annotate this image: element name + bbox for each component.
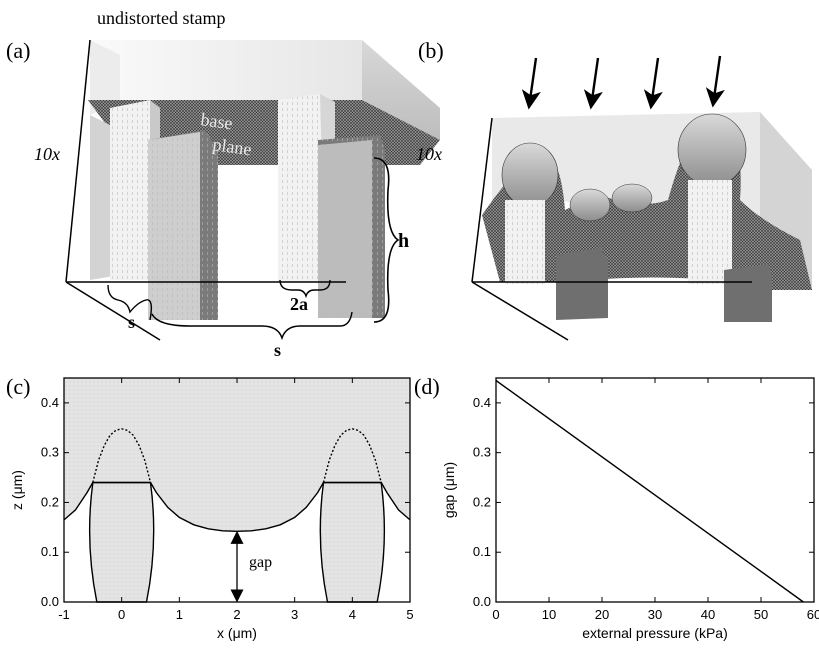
axis-b-depth	[471, 281, 569, 341]
h-bracket	[373, 157, 400, 323]
stamp-top-slab	[90, 40, 362, 115]
panel-b-scale-label: 10x	[416, 144, 442, 164]
x-tick-label: 2	[233, 607, 240, 622]
x-tick-label: 20	[595, 607, 609, 622]
s-bracket-large	[151, 311, 353, 341]
panel-a-label: (a)	[6, 38, 30, 63]
pressure-arrow-3	[643, 57, 663, 110]
y-tick-label: 0.4	[473, 395, 491, 410]
y-tick-label: 0.3	[41, 445, 59, 460]
y-tick-label: 0.1	[41, 544, 59, 559]
x-tick-label: 1	[176, 607, 183, 622]
dome-left	[501, 142, 559, 208]
y-tick-label: 0.1	[473, 544, 491, 559]
y-tick-label: 0.4	[41, 395, 59, 410]
axis-b-vertical	[471, 117, 493, 283]
x-tick-label: 0	[118, 607, 125, 622]
x-tick-label: 3	[291, 607, 298, 622]
post-b-right	[688, 180, 732, 284]
pressure-arrow-1	[521, 57, 541, 110]
x-tick-label: 30	[648, 607, 662, 622]
y-axis-label: z (μm)	[9, 470, 25, 510]
pressure-arrow-4	[705, 55, 725, 108]
post-b-left-lower	[556, 248, 608, 320]
panel-c-chart: (c) gap -1 0 1 2 3 4 5 0.0 0.1 0.2 0.3 0.4 x (μm) z (μ…	[6, 374, 414, 641]
base-label-1: base	[199, 109, 233, 133]
panel-b-label: (b)	[418, 38, 444, 63]
series-line-1	[92, 428, 152, 483]
two-a-bracket	[279, 279, 331, 299]
h-label: h	[398, 230, 409, 252]
panel-d-chart: (d) 0 10 20 30 40 50 60 0.0 0.1 0.2 0.3 0.4 external…	[414, 374, 819, 641]
series-line-2	[322, 428, 382, 483]
panel-a-scale-label: 10x	[34, 144, 60, 164]
y-tick-label: 0.2	[41, 494, 59, 509]
y-tick-label: 0.0	[473, 594, 491, 609]
post-b-right-lower	[724, 264, 772, 322]
x-axis-label: x (μm)	[217, 625, 257, 641]
plot-frame	[495, 377, 815, 603]
panel-a-title: undistorted stamp	[97, 8, 226, 28]
x-tick-label: -1	[58, 607, 70, 622]
dome-mid-left	[569, 188, 611, 222]
x-tick-label: 60	[807, 607, 819, 622]
post-left-shadow-face	[148, 132, 200, 320]
dome-mid-right	[611, 183, 653, 213]
stamp-top-inner	[90, 40, 120, 115]
post-left-front	[110, 100, 158, 280]
x-axis-label: external pressure (kPa)	[582, 625, 728, 641]
panel-b: (b) 10x	[416, 38, 812, 341]
two-a-label: 2a	[290, 294, 308, 314]
panel-d-label: (d)	[414, 374, 440, 399]
x-tick-label: 4	[349, 607, 356, 622]
post-wall-0	[88, 481, 155, 603]
axis-depth	[65, 281, 161, 341]
gap-label: gap	[249, 554, 272, 571]
x-tick-label: 10	[542, 607, 556, 622]
x-tick-label: 40	[701, 607, 715, 622]
y-tick-label: 0.3	[473, 445, 491, 460]
y-tick-label: 0.0	[41, 594, 59, 609]
post-wall-1	[319, 481, 386, 603]
post-right-shadow-face	[318, 140, 372, 318]
s-label-2: s	[274, 340, 281, 360]
post-b-left	[505, 200, 545, 284]
s-bracket-small	[107, 284, 153, 321]
panel-a: (a) undistorted stamp 10x base plane h 2…	[6, 8, 440, 360]
dome-right	[677, 113, 747, 187]
axis-vertical	[65, 39, 91, 283]
s-label-1: s	[128, 312, 135, 332]
series-line-0	[63, 481, 411, 533]
y-axis-label: gap (μm)	[441, 462, 457, 518]
x-tick-label: 0	[492, 607, 499, 622]
x-tick-label: 50	[754, 607, 768, 622]
pressure-arrow-2	[583, 57, 603, 110]
series-line-0	[495, 379, 804, 603]
y-tick-label: 0.2	[473, 494, 491, 509]
panel-c-label: (c)	[6, 374, 30, 399]
post-right-front	[278, 94, 330, 282]
x-tick-label: 5	[406, 607, 413, 622]
